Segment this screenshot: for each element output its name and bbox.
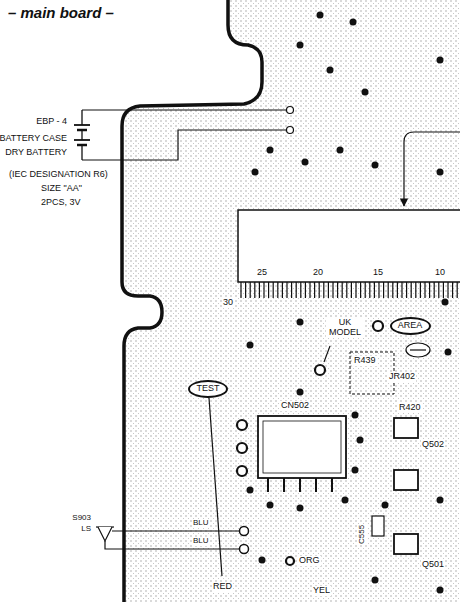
strip-pins — [241, 282, 457, 298]
part-name: LS — [80, 525, 92, 534]
ring-pads — [237, 321, 383, 565]
board-title: – main board – — [8, 5, 114, 22]
capacitor-symbol — [372, 516, 384, 536]
wire-color: ORG — [298, 556, 321, 566]
connector-pins — [268, 478, 332, 492]
connector-body — [258, 416, 346, 478]
speaker-wire — [105, 541, 239, 549]
spec-note: (IEC DESIGNATION R6) — [8, 170, 109, 180]
board-area — [122, 0, 460, 602]
spec-note: 2PCS, 3V — [40, 198, 82, 208]
board-outline — [122, 0, 262, 602]
ref-designator: R420 — [398, 403, 422, 413]
battery-symbol — [74, 110, 90, 160]
model-note: UK MODEL — [326, 318, 364, 338]
wire-color: RED — [212, 582, 233, 592]
solder-pad — [240, 527, 249, 536]
pin-number: 10 — [434, 268, 446, 278]
test-oval: TEST — [188, 380, 228, 398]
solder-pad — [287, 107, 294, 114]
ref-designator: R439 — [353, 356, 377, 366]
pin-number: 25 — [256, 268, 268, 278]
leader-line — [324, 346, 330, 362]
via-dots — [247, 12, 452, 594]
ref-designator: C555 — [358, 524, 367, 545]
battery-wire — [82, 109, 286, 110]
pin-number: 20 — [312, 268, 324, 278]
ref-designator: CN502 — [280, 401, 310, 411]
speaker-symbol — [96, 527, 114, 541]
ref-designator: Q502 — [421, 440, 445, 450]
ref-designator: S903 — [71, 514, 92, 523]
solder-pad — [240, 545, 249, 554]
part-name: DRY BATTERY — [4, 148, 68, 158]
node-text: TEST — [196, 384, 219, 394]
connector-body — [263, 421, 341, 473]
wire-color: BLU — [192, 537, 210, 546]
solder-pad — [287, 127, 294, 134]
wire-color: BLU — [192, 519, 210, 528]
transistor-symbol — [394, 418, 418, 554]
bracket-arrow — [404, 132, 460, 206]
wire-color: YEL — [312, 586, 331, 596]
pin-number: 30 — [222, 298, 234, 308]
speaker-wire — [112, 530, 239, 531]
area-oval: AREA — [390, 317, 431, 335]
ref-designator: JR402 — [388, 372, 416, 382]
connector-strip — [238, 210, 460, 282]
part-number: EBP - 4 — [35, 117, 68, 127]
spec-note: SIZE "AA" — [40, 184, 83, 194]
pin-number: 15 — [372, 268, 384, 278]
ref-designator: Q501 — [421, 560, 445, 570]
part-name: BATTERY CASE — [0, 134, 68, 144]
battery-wire — [82, 130, 286, 160]
jumper-symbol — [406, 343, 430, 357]
node-text: AREA — [398, 321, 423, 331]
